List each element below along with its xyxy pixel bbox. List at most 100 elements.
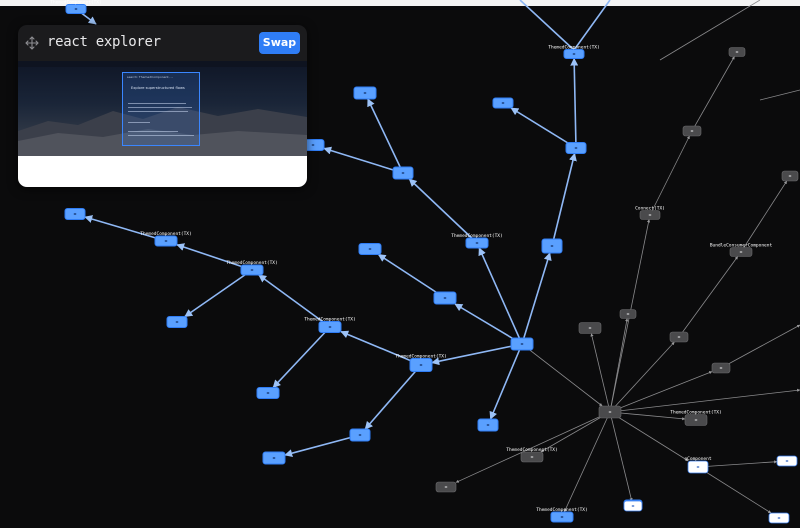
- graph-edge: [540, 411, 611, 453]
- graph-node[interactable]: [768, 512, 790, 524]
- graph-node[interactable]: [166, 316, 188, 328]
- graph-edge: [740, 180, 788, 253]
- graph-edge: [697, 460, 778, 468]
- graph-edge: [649, 135, 690, 216]
- graph-edge: [519, 0, 575, 51]
- graph-node-label: BundleConsumerComponent: [710, 243, 773, 249]
- graph-edge: [176, 243, 253, 271]
- graph-node[interactable]: [598, 405, 622, 419]
- graph-node[interactable]: ThemedComponent(TX): [395, 354, 447, 372]
- card-text-line: [128, 111, 188, 112]
- graph-nodes: ThemedComponent(TX) ThemedComponent(TX) Th…: [50, 0, 799, 524]
- graph-node-label: ThemedComponent(TX): [395, 354, 446, 360]
- graph-edge: [759, 89, 800, 101]
- graph-edge: [258, 274, 331, 328]
- card-text-line: [128, 131, 178, 132]
- graph-edge: [184, 269, 253, 318]
- graph-edge: [573, 0, 611, 51]
- graph-node[interactable]: [711, 362, 731, 374]
- graph-node[interactable]: ThemedComponent(TX): [304, 317, 356, 333]
- graph-node[interactable]: [435, 481, 457, 493]
- graph-node[interactable]: [353, 86, 377, 100]
- graph-node-label: ThemedComponent(TX): [50, 0, 101, 6]
- graph-node-label: ThemedComponent(TX): [536, 507, 587, 513]
- graph-node[interactable]: [492, 97, 514, 109]
- graph-node[interactable]: ThemedComponent(TX): [548, 45, 600, 59]
- graph-node[interactable]: [392, 166, 414, 180]
- graph-edge: [609, 341, 675, 413]
- move-icon[interactable]: [25, 36, 39, 50]
- graph-node[interactable]: [669, 331, 689, 343]
- graph-node-label: ThemedComponent(TX): [548, 45, 599, 51]
- graph-node-label: ThemedComponent(TX): [304, 317, 355, 323]
- graph-edge: [367, 98, 404, 174]
- page-preview[interactable]: search: ThemedComponent, ... Explore sup…: [18, 61, 307, 187]
- graph-node[interactable]: [781, 170, 799, 182]
- graph-node[interactable]: [565, 142, 587, 154]
- graph-node[interactable]: [433, 291, 457, 305]
- graph-node[interactable]: BundleConsumerComponent: [710, 243, 773, 257]
- card-heading: Explore superstructured flows: [131, 86, 185, 90]
- graph-edge: [659, 0, 761, 61]
- graph-edge: [678, 256, 739, 338]
- graph-edge: [364, 364, 422, 430]
- graph-edge: [454, 303, 523, 345]
- graph-node[interactable]: ThemedComponent(TX): [50, 0, 102, 14]
- card-text-line: [128, 135, 194, 136]
- graph-edge: [563, 411, 611, 513]
- preview-hero: search: ThemedComponent, ... Explore sup…: [18, 61, 307, 156]
- graph-edge: [570, 57, 579, 149]
- graph-node[interactable]: ThemedComponent(TX): [140, 231, 192, 247]
- graph-node-label: ThemedComponent(TX): [506, 447, 557, 453]
- graph-edge: [609, 411, 689, 462]
- graph-edge: [609, 388, 800, 413]
- graph-edge: [408, 178, 478, 244]
- graph-node[interactable]: [510, 337, 534, 351]
- preview-nav-bar: [18, 61, 307, 67]
- graph-node[interactable]: Connect(TX): [635, 206, 665, 220]
- card-text-line: [128, 103, 186, 104]
- graph-node-label: ThemedComponent(TX): [140, 231, 191, 237]
- graph-node[interactable]: ThemedComponent(TX): [536, 507, 588, 523]
- graph-edge: [455, 411, 611, 483]
- graph-node[interactable]: [728, 47, 746, 57]
- graph-edge: [697, 466, 772, 514]
- graph-node[interactable]: [623, 500, 643, 512]
- graph-node[interactable]: [541, 238, 563, 254]
- graph-edge: [323, 146, 404, 174]
- graph-node[interactable]: [682, 125, 702, 137]
- panel-title: react explorer: [47, 34, 161, 50]
- graph-node[interactable]: ThemedComponent(TX): [670, 410, 722, 426]
- graph-edge: [84, 215, 167, 242]
- graph-node[interactable]: ThemedComponent(TX): [226, 260, 278, 276]
- graph-node[interactable]: [64, 208, 86, 220]
- card-top-text: search: ThemedComponent, ...: [127, 75, 174, 79]
- graph-edge: [609, 371, 713, 413]
- graph-edge: [272, 326, 331, 389]
- graph-node[interactable]: [619, 309, 637, 319]
- graph-node[interactable]: [349, 428, 371, 442]
- graph-node[interactable]: [477, 418, 499, 432]
- graph-node[interactable]: [358, 243, 382, 255]
- graph-node-label: ThemedComponent(TX): [451, 233, 502, 239]
- graph-edge: [609, 411, 686, 421]
- graph-edges: [75, 0, 800, 514]
- graph-node[interactable]: [578, 322, 602, 334]
- card-text-line: [128, 122, 150, 123]
- graph-node[interactable]: [262, 451, 286, 465]
- graph-edge: [609, 411, 633, 502]
- graph-edge: [590, 333, 611, 413]
- graph-node[interactable]: nComponent: [684, 456, 712, 474]
- graph-edge: [478, 247, 523, 345]
- graph-edge: [521, 252, 552, 345]
- highlighted-component-box[interactable]: search: ThemedComponent, ... Explore sup…: [122, 72, 200, 146]
- graph-node[interactable]: [256, 387, 280, 399]
- graph-edge: [521, 343, 603, 407]
- graph-node[interactable]: [776, 455, 798, 467]
- graph-edge: [377, 253, 446, 299]
- graph-node[interactable]: ThemedComponent(TX): [451, 233, 503, 249]
- graph-node[interactable]: ThemedComponent(TX): [506, 447, 558, 463]
- swap-button[interactable]: Swap: [259, 32, 300, 54]
- graph-edge: [510, 107, 577, 149]
